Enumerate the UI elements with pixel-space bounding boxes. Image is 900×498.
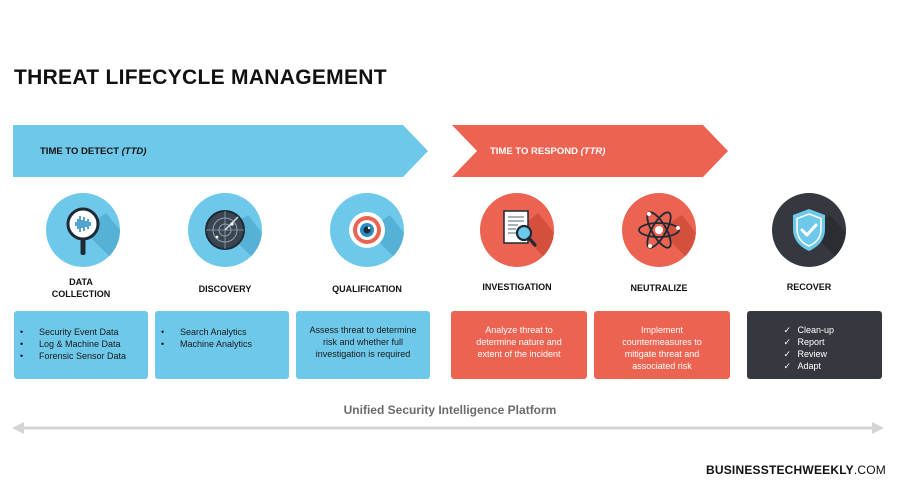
qualification-icon-circle bbox=[330, 193, 404, 267]
data-collection-box: Security Event Data Log & Machine Data F… bbox=[14, 311, 148, 379]
investigation-icon-circle bbox=[480, 193, 554, 267]
list-item: Adapt bbox=[784, 360, 846, 372]
stage-label-discovery: DISCOVERY bbox=[198, 284, 252, 294]
list-item: Report bbox=[784, 336, 846, 348]
list-item: Search Analytics bbox=[155, 326, 289, 338]
neutralize-icon-circle bbox=[622, 193, 696, 267]
document-magnifier-icon bbox=[503, 210, 554, 267]
page-title: THREAT LIFECYCLE MANAGEMENT bbox=[14, 66, 387, 89]
list-item: Clean-up bbox=[784, 324, 846, 336]
time-to-respond-label: TIME TO RESPOND (TTR) bbox=[490, 145, 606, 157]
magnifier-waveform-icon bbox=[66, 207, 120, 267]
discovery-box: Search Analytics Machine Analytics bbox=[155, 311, 289, 379]
recover-box: Clean-up Report Review Adapt bbox=[747, 311, 882, 379]
recover-icon-circle bbox=[772, 193, 846, 267]
atom-icon bbox=[638, 211, 696, 267]
brand-logo-text: BUSINESSTECHWEEKLY.COM bbox=[706, 463, 886, 477]
stage-label-qualification: QUALIFICATION bbox=[332, 284, 402, 294]
stage-label-neutralize: NEUTRALIZE bbox=[630, 283, 688, 293]
target-eye-icon bbox=[349, 212, 404, 267]
time-to-respond-arrow: TIME TO RESPOND (TTR) bbox=[452, 125, 728, 177]
stage-label-investigation: INVESTIGATION bbox=[482, 282, 552, 292]
platform-double-arrow bbox=[12, 422, 884, 434]
list-item: Security Event Data bbox=[14, 326, 148, 338]
list-item: Machine Analytics bbox=[155, 338, 289, 350]
stage-label-recover: RECOVER bbox=[786, 282, 832, 292]
platform-label: Unified Security Intelligence Platform bbox=[343, 403, 557, 417]
discovery-icon-circle bbox=[188, 193, 262, 267]
list-item: Forensic Sensor Data bbox=[14, 350, 148, 362]
list-item: Log & Machine Data bbox=[14, 338, 148, 350]
data-collection-icon-circle bbox=[46, 193, 120, 267]
shield-check-icon bbox=[793, 209, 846, 267]
time-to-detect-label: TIME TO DETECT (TTD) bbox=[40, 145, 147, 157]
list-item: Review bbox=[784, 348, 846, 360]
time-to-detect-arrow: TIME TO DETECT (TTD) bbox=[13, 125, 428, 177]
radar-icon bbox=[205, 210, 262, 267]
